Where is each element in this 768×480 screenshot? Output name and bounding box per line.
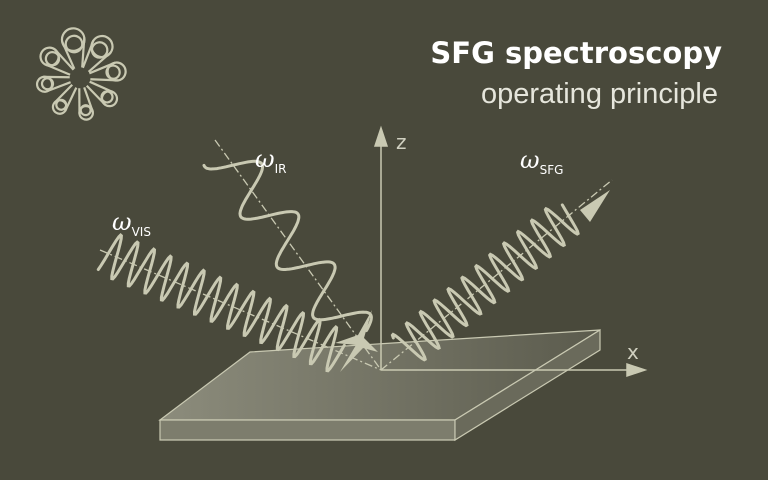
vis-beam-axis [99, 249, 382, 371]
x-axis-arrow [626, 362, 648, 378]
sfg-beam-axis [380, 179, 613, 371]
ir-wave [202, 159, 373, 333]
logo-petal [81, 34, 114, 73]
x-axis-label: x [627, 340, 639, 364]
logo-petal [78, 87, 94, 121]
logo-petal [88, 61, 127, 82]
sample-plate [158, 328, 601, 442]
sfg-arrowhead [580, 190, 610, 222]
label-omega-ir: ωIR [255, 145, 287, 176]
vis-wave [96, 233, 346, 373]
logo-petal [85, 80, 119, 108]
label-omega-sfg: ωSFG [520, 146, 564, 177]
label-omega-vis: ωVIS [112, 208, 151, 239]
subtitle: operating principle [481, 78, 718, 110]
plate-front-face [159, 419, 456, 441]
logo [35, 27, 127, 121]
interaction-flash [335, 310, 378, 372]
z-axis-arrow [373, 125, 389, 147]
logo-petal [51, 83, 78, 115]
logo-petal [35, 75, 71, 93]
logo-petal [39, 46, 75, 76]
plate-side-face [454, 328, 601, 442]
sfg-wave [390, 203, 580, 362]
logo-petal [60, 27, 86, 70]
ir-beam-axis [214, 139, 382, 371]
z-axis-label: z [396, 130, 407, 154]
title: SFG spectroscopy [430, 36, 722, 70]
